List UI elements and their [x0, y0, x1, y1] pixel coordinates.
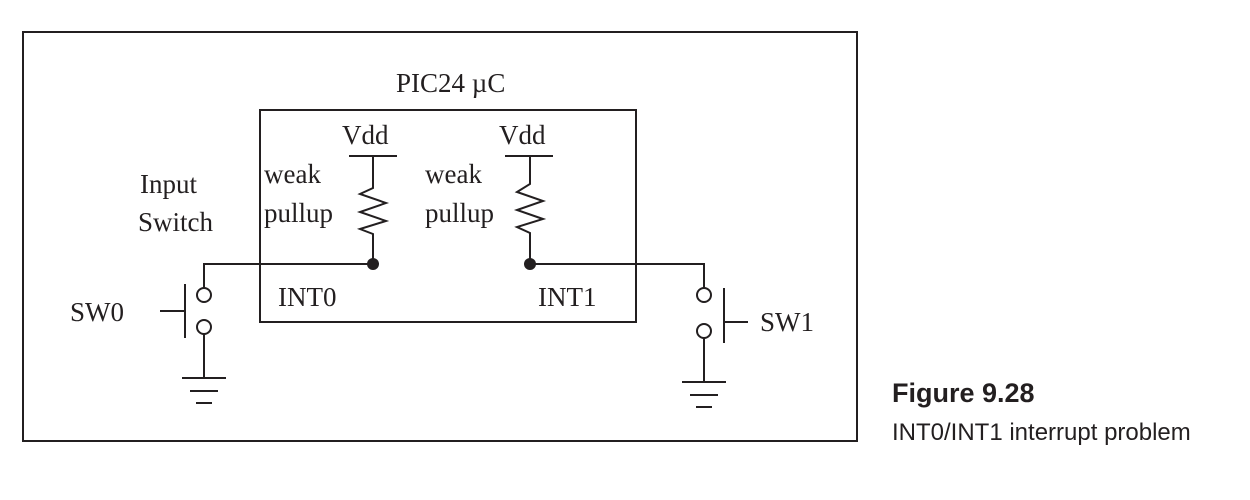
- int0-junction-dot: [367, 258, 379, 270]
- sw0-label: SW0: [70, 297, 124, 327]
- pullup-right-label-line1: weak: [425, 159, 482, 189]
- pullup-left-resistor: [356, 156, 390, 264]
- figure-frame: [22, 31, 858, 442]
- sw1-label: SW1: [760, 307, 814, 337]
- ground-right-icon: [682, 381, 726, 408]
- pullup-right-label-line2: pullup: [425, 198, 494, 228]
- int0-pin-label: INT0: [278, 282, 336, 312]
- input-switch-label-line1: Input: [140, 169, 197, 199]
- pullup-right-resistor: [513, 156, 547, 264]
- ground-left-icon: [182, 377, 226, 404]
- figure-number: Figure 9.28: [892, 378, 1035, 408]
- vdd-left-label: Vdd: [342, 120, 389, 150]
- vdd-right-label: Vdd: [499, 120, 546, 150]
- pullup-left-label-line1: weak: [264, 159, 321, 189]
- chip-label: PIC24 µC: [396, 68, 505, 98]
- int0-wire: [203, 263, 373, 288]
- int1-wire: [530, 263, 705, 288]
- pic24-chip-body: [259, 109, 637, 323]
- sw0-switch-symbol: [160, 284, 212, 377]
- int1-pin-label: INT1: [538, 282, 596, 312]
- figure-caption: INT0/INT1 interrupt problem: [892, 419, 1191, 446]
- int1-junction-dot: [524, 258, 536, 270]
- input-switch-label-line2: Switch: [138, 207, 214, 237]
- sw1-switch-symbol: [696, 287, 748, 382]
- pullup-left-label-line2: pullup: [264, 198, 333, 228]
